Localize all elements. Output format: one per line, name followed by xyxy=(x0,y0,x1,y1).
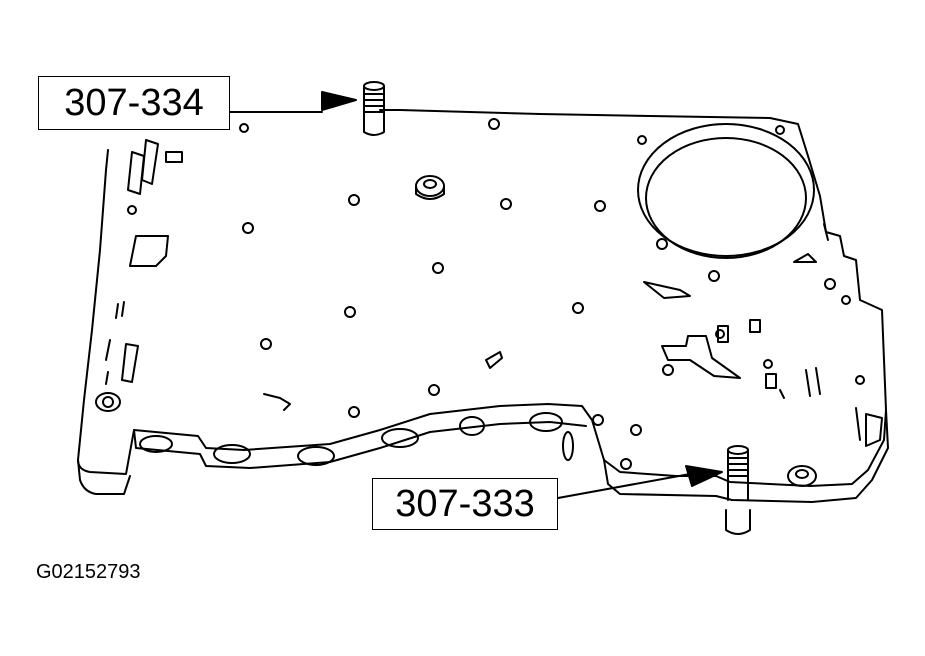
boss-center xyxy=(415,175,445,200)
boss-right xyxy=(787,465,817,487)
separator-plate xyxy=(77,109,889,503)
callout-307-334: 307-334 xyxy=(38,76,230,130)
small-holes xyxy=(127,118,865,470)
leader-line-307-334 xyxy=(229,91,357,113)
callout-307-333-label: 307-333 xyxy=(395,482,535,525)
right-side-slots xyxy=(263,223,829,411)
tool-pin-307-334 xyxy=(363,81,385,136)
callout-307-334-label: 307-334 xyxy=(64,81,204,124)
callout-307-333: 307-333 xyxy=(372,478,558,530)
bottom-ports xyxy=(95,392,574,466)
left-edge-slots xyxy=(105,139,183,385)
large-bore xyxy=(637,123,815,259)
tool-pin-307-333 xyxy=(725,445,751,535)
leader-line-307-333 xyxy=(557,465,723,499)
figure-id: G02152793 xyxy=(36,561,141,583)
